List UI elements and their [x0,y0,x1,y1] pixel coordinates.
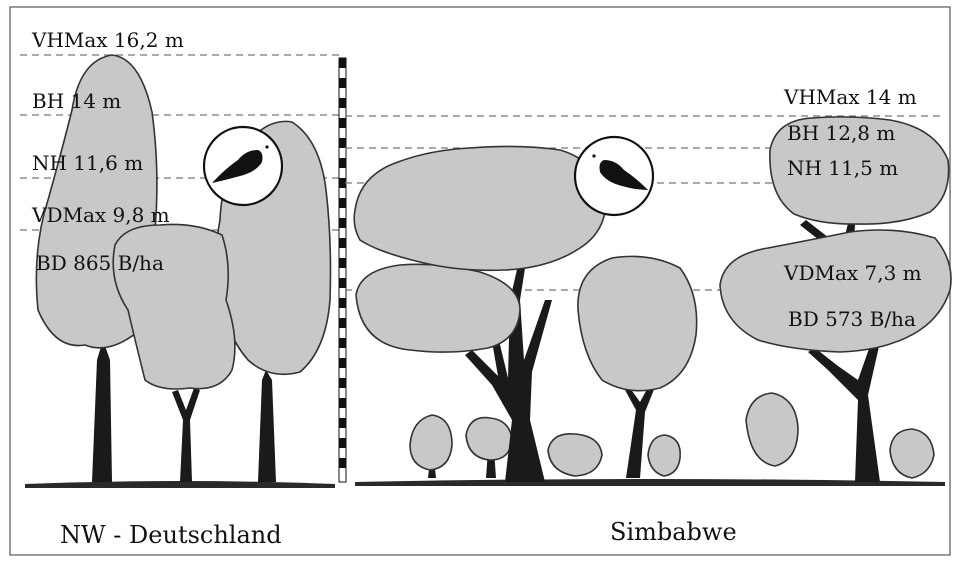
caption-simbabwe: Simbabwe [610,518,737,546]
bush-3 [548,434,602,476]
bush-5 [746,393,798,466]
label-bh-left: BH 14 m [32,89,121,113]
label-nh-left: NH 11,6 m [32,151,143,175]
bush-4 [648,435,680,476]
panel-nw-deutschland: VHMax 16,2 m BH 14 m NH 11,6 m VDMax 9,8… [20,28,340,549]
bush-1 [410,415,452,478]
label-vdmax-right: VDMax 7,3 m [783,261,922,285]
label-vdmax-left: VDMax 9,8 m [31,203,170,227]
label-bd-left: BD 865 B/ha [36,251,164,275]
caption-nw-deutschland: NW - Deutschland [60,521,282,549]
height-scale-bar [339,58,346,482]
bush-2 [466,418,512,478]
label-bd-right: BD 573 B/ha [788,307,916,331]
panel-simbabwe: VHMax 14 m BH 12,8 m NH 11,5 m VDMax 7,3… [345,85,951,546]
bush-6 [890,429,934,478]
label-vhmax-right: VHMax 14 m [783,85,917,109]
bird-icon-right [575,137,653,215]
label-vhmax-left: VHMax 16,2 m [31,28,184,52]
label-bh-right: BH 12,8 m [787,121,895,145]
bird-icon [204,127,282,205]
label-nh-right: NH 11,5 m [787,156,898,180]
ground-left [25,481,335,488]
